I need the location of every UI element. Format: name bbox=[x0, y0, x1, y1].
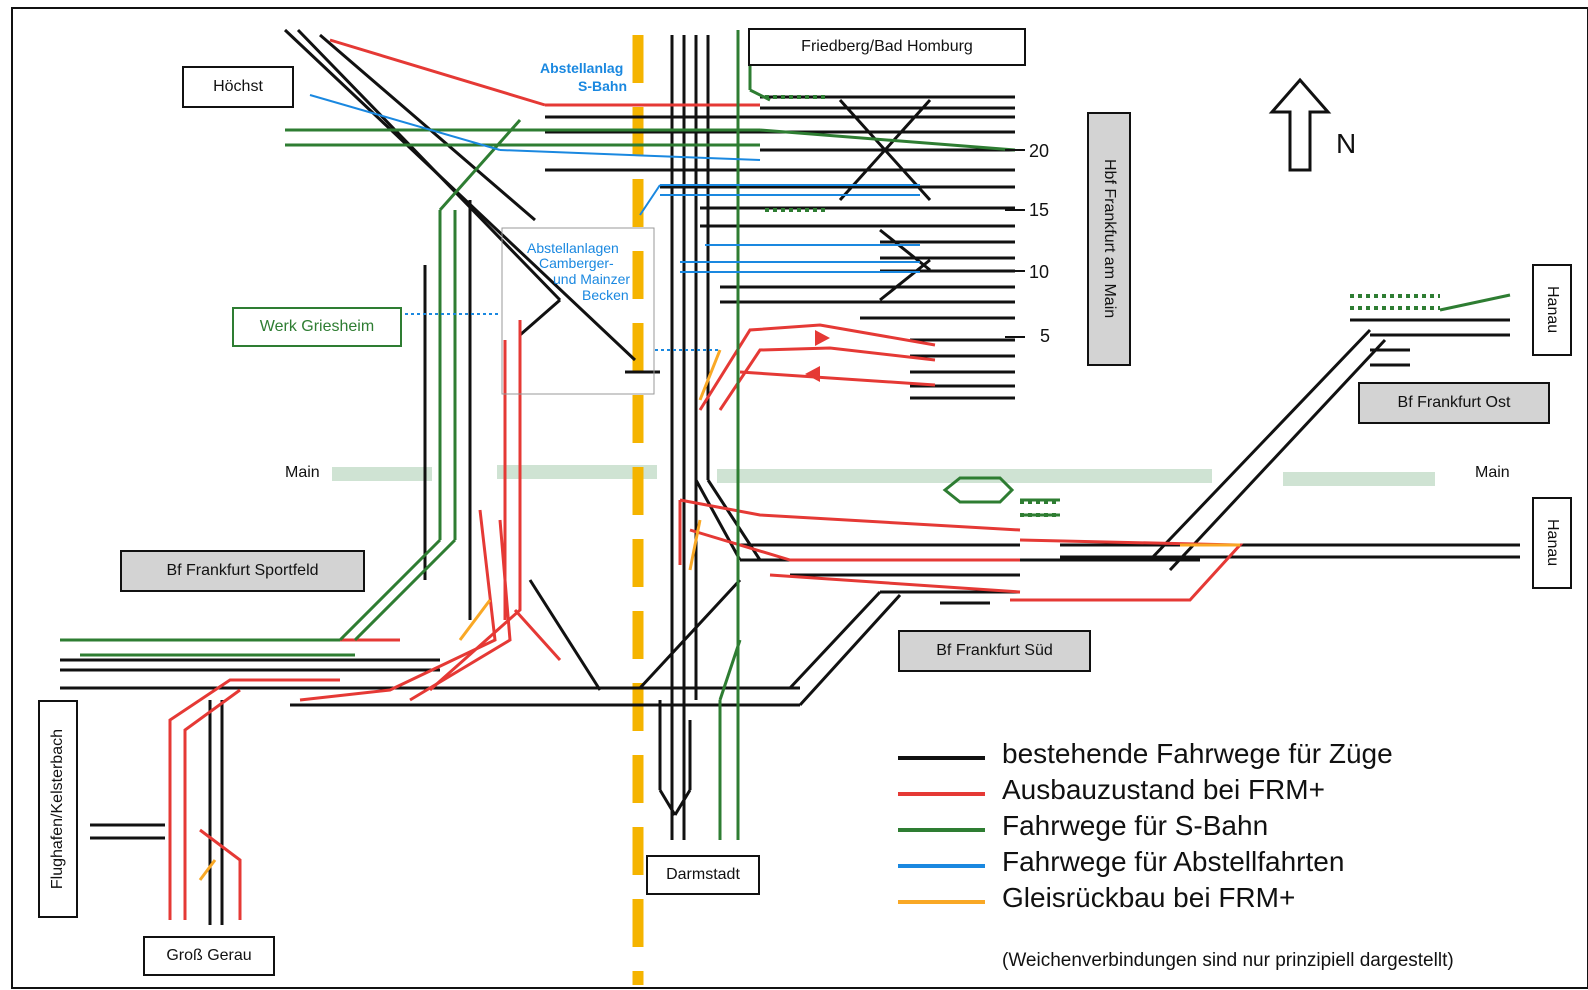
station-label: Darmstadt bbox=[666, 866, 740, 883]
station-label: Friedberg/Bad Homburg bbox=[801, 38, 973, 55]
river-main bbox=[332, 465, 1435, 486]
station-label: Bf Frankfurt Süd bbox=[936, 642, 1053, 659]
track-number-15: 15 bbox=[1029, 200, 1050, 220]
legend-item-existing: bestehende Fahrwege für Züge bbox=[1002, 738, 1393, 769]
stabling-tracks bbox=[309, 94, 920, 273]
abstellanlagen-label-1: Abstellanlagen bbox=[527, 240, 619, 256]
track-number-10: 10 bbox=[1029, 262, 1050, 282]
legend-item-rueckbau: Gleisrückbau bei FRM+ bbox=[1002, 882, 1296, 913]
station-label: Hanau bbox=[1544, 519, 1561, 567]
station-label: Werk Griesheim bbox=[259, 318, 375, 335]
station-label: Höchst bbox=[213, 78, 263, 95]
station-hanau-top: Hanau bbox=[1532, 264, 1572, 356]
track-number-20: 20 bbox=[1029, 141, 1050, 161]
abstellanlagen-label-3: und Mainzer bbox=[553, 271, 631, 287]
abstellanlage-sbahn-label-2: S-Bahn bbox=[578, 78, 627, 94]
station-ost: Bf Frankfurt Ost bbox=[1358, 382, 1550, 424]
removed-tracks bbox=[198, 349, 1240, 881]
station-label: Bf Frankfurt Sportfeld bbox=[166, 562, 319, 579]
legend-item-abstell: Fahrwege für Abstellfahrten bbox=[1002, 846, 1345, 877]
station-gross-gerau: Groß Gerau bbox=[143, 936, 275, 976]
existing-tracks bbox=[60, 28, 1520, 925]
station-label: Groß Gerau bbox=[166, 947, 252, 964]
arrow-right-icon bbox=[815, 330, 830, 346]
abstellanlagen-label-2: Camberger- bbox=[539, 255, 614, 271]
arrow-left-icon bbox=[805, 366, 820, 382]
station-label: Flughafen/Kelsterbach bbox=[49, 728, 66, 890]
river-label-left: Main bbox=[285, 464, 320, 481]
station-label: Hanau bbox=[1544, 286, 1561, 334]
station-werk-griesheim: Werk Griesheim bbox=[232, 307, 402, 347]
legend-swatches bbox=[898, 756, 985, 904]
station-label: Bf Frankfurt Ost bbox=[1397, 394, 1511, 411]
legend-item-frm: Ausbauzustand bei FRM+ bbox=[1002, 774, 1325, 805]
diagram-frame bbox=[11, 7, 1588, 989]
station-hbf: Hbf Frankfurt am Main bbox=[1087, 112, 1131, 366]
station-darmstadt: Darmstadt bbox=[646, 855, 760, 895]
sbahn-tracks bbox=[60, 30, 1511, 840]
station-sportfeld: Bf Frankfurt Sportfeld bbox=[120, 550, 365, 592]
station-sued: Bf Frankfurt Süd bbox=[898, 630, 1091, 672]
station-flughafen: Flughafen/Kelsterbach bbox=[38, 700, 78, 918]
legend-item-sbahn: Fahrwege für S-Bahn bbox=[1002, 810, 1269, 841]
station-label: Hbf Frankfurt am Main bbox=[1101, 159, 1118, 319]
station-friedberg: Friedberg/Bad Homburg bbox=[748, 28, 1026, 66]
abstellanlagen-area bbox=[501, 227, 655, 395]
north-label: N bbox=[1336, 128, 1357, 159]
river-label-right: Main bbox=[1475, 464, 1510, 481]
north-arrow-icon bbox=[1268, 77, 1332, 172]
station-hanau-bottom: Hanau bbox=[1532, 497, 1572, 589]
legend-note: (Weichenverbindungen sind nur prinzipiel… bbox=[1002, 950, 1454, 971]
station-hoechst: Höchst bbox=[182, 66, 294, 108]
track-number-5: 5 bbox=[1040, 326, 1051, 346]
abstellanlagen-label-4: Becken bbox=[582, 287, 629, 303]
abstellanlage-sbahn-label-1: Abstellanlag bbox=[540, 60, 624, 76]
